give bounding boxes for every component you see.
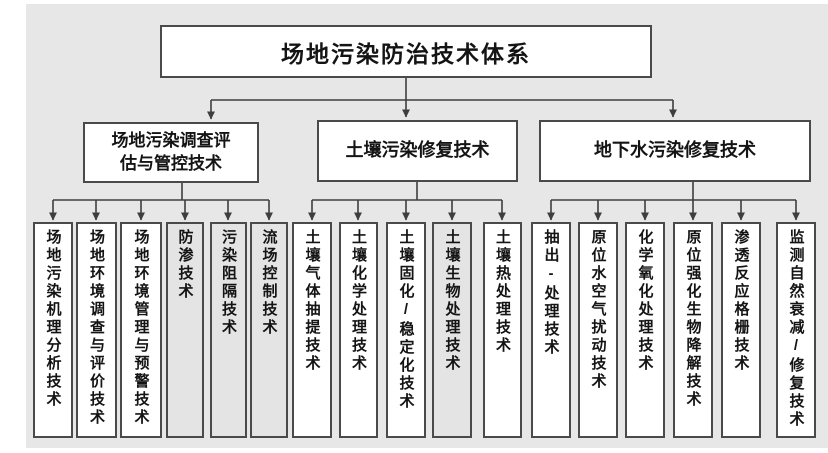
leaf-node: 土壤热处理技术 <box>483 222 522 438</box>
leaf-label: 场地环境管理与预警技术 <box>132 229 150 427</box>
leaf-node: 场地环境管理与预警技术 <box>120 222 162 438</box>
leaf-node: 流场控制技术 <box>250 222 288 438</box>
leaf-node: 场地环境调查与评价技术 <box>76 222 117 438</box>
leaf-label: 土壤气体抽提技术 <box>303 229 321 373</box>
leaf-label: 土壤热处理技术 <box>494 229 511 355</box>
leaf-label: 土壤生物处理技术 <box>443 229 461 373</box>
leaf-label: 原位水空气扰动技术 <box>589 229 607 391</box>
leaf-label: 土壤化学处理技术 <box>350 229 367 373</box>
leaf-label: 场地污染机理分析技术 <box>44 229 62 409</box>
branch-node-groundwater-remediation: 地下水污染修复技术 <box>539 120 811 182</box>
leaf-node: 抽出-处理技术 <box>531 222 571 438</box>
leaf-node: 防渗技术 <box>166 222 204 438</box>
branch-node-soil-remediation: 土壤污染修复技术 <box>317 120 518 182</box>
leaf-label: 抽出-处理技术 <box>542 229 560 357</box>
leaf-node: 土壤化学处理技术 <box>339 222 378 438</box>
root-node: 场地污染防治技术体系 <box>160 25 652 78</box>
leaf-label: 防渗技术 <box>176 229 194 301</box>
leaf-node: 监测自然衰减/修复技术 <box>776 222 816 438</box>
leaf-node: 土壤气体抽提技术 <box>292 222 332 438</box>
leaf-node: 化学氧化处理技术 <box>625 222 665 438</box>
leaf-label: 化学氧化处理技术 <box>636 229 654 373</box>
leaf-label: 场地环境调查与评价技术 <box>88 229 105 427</box>
leaf-label: 流场控制技术 <box>260 229 278 337</box>
leaf-label: 土壤固化/稳定化技术 <box>397 229 415 411</box>
leaf-node: 土壤生物处理技术 <box>432 222 472 438</box>
leaf-node: 渗透反应格栅技术 <box>721 222 761 438</box>
leaf-node: 污染阻隔技术 <box>210 222 247 438</box>
leaf-label: 监测自然衰减/修复技术 <box>787 229 805 429</box>
leaf-node: 土壤固化/稳定化技术 <box>386 222 426 438</box>
leaf-label: 原位强化生物降解技术 <box>684 229 702 409</box>
leaf-node: 原位水空气扰动技术 <box>578 222 618 438</box>
branch-node-survey-control: 场地污染调查评 估与管控技术 <box>83 122 259 183</box>
leaf-label: 污染阻隔技术 <box>220 229 237 337</box>
leaf-node: 场地污染机理分析技术 <box>33 222 73 438</box>
leaf-label: 渗透反应格栅技术 <box>732 229 750 373</box>
leaf-node: 原位强化生物降解技术 <box>673 222 713 438</box>
